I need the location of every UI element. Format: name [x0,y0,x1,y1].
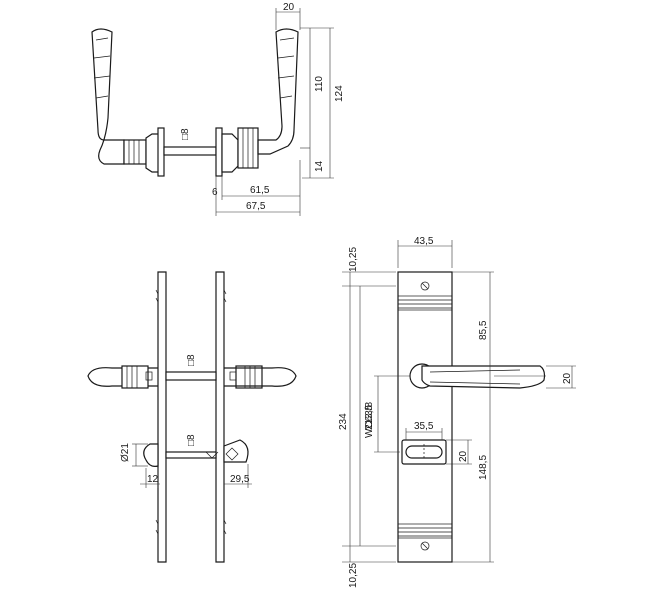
top-screw [420,281,430,291]
right-lever-grip [257,28,299,155]
dim-total-67-5: 67,5 [246,201,266,212]
wc-spindle [165,451,217,459]
dim-spindle-61-5: 61,5 [250,185,270,196]
dim-lever-85-5: 85,5 [478,320,489,340]
top-lever-view: □8 20 110 124 14 6 61,5 67,5 [91,2,345,216]
front-plate-view: 43,5 10,25 10,25 234 213,5 WC63/8 35,5 2… [338,236,576,588]
right-lever-side [224,367,297,387]
left-lever-collar [121,365,149,389]
dim-wc-height: 20 [458,450,469,462]
dim-lower-148-5: 148,5 [478,455,489,480]
left-plate-section [157,271,167,563]
dim-height-14: 14 [314,160,325,172]
dim-height-124: 124 [334,85,345,102]
dim-top-width: 20 [283,2,295,13]
dim-height-110: 110 [314,76,325,92]
left-lever-side [87,367,158,387]
dim-total-234: 234 [338,413,349,430]
dim-lever-20: 20 [562,372,573,384]
left-backplate [157,127,165,177]
cylinder-turn-left [143,443,159,467]
right-plate-section [215,271,225,563]
dim-offset-29-5: 29,5 [230,474,250,485]
spindle-square-label: □8 [180,128,191,140]
dim-offset-12: 12 [147,474,159,485]
spindle-side [165,371,217,381]
lever-front [421,365,546,389]
left-lever-grip [91,28,125,165]
dim-wc-label: WC63/8 [364,401,375,438]
spindle-square-upper: □8 [186,354,197,366]
right-backplate [215,127,223,177]
side-section-view: □8 □8 Ø21 12 29,5 [87,271,297,563]
spindle-square-lower: □8 [186,434,197,446]
dim-distance-213-5: 213,5 [364,405,375,430]
right-rose [221,133,239,173]
dim-plate-width: 43,5 [414,236,434,247]
dim-left-6: 6 [212,187,218,198]
dim-top-margin: 10,25 [348,247,359,272]
dim-wc-width: 35,5 [414,421,434,432]
dim-cylinder-dia: Ø21 [120,443,131,462]
backplate-front [397,271,453,563]
spindle [163,146,217,156]
dim-bottom-margin: 10,25 [348,563,359,588]
wc-turn-knob [223,439,249,463]
left-rose-collar [123,139,147,165]
right-lever-collar [235,365,263,389]
bottom-screw [420,541,430,551]
